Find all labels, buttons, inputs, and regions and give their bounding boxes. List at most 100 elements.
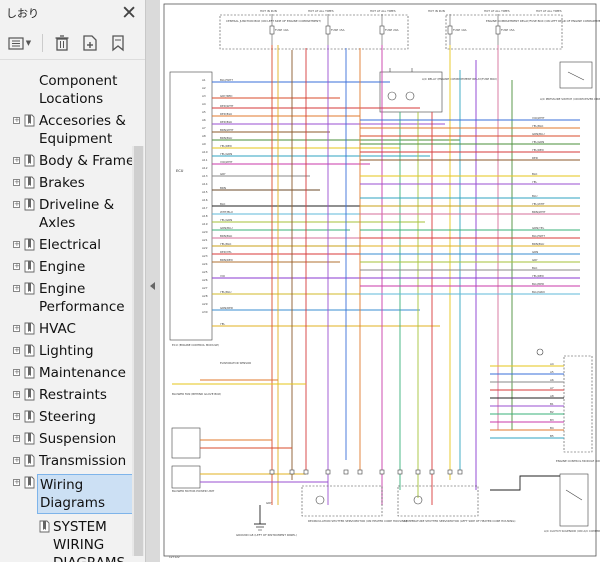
fuse-label: FUSE 15A [501,28,515,32]
bookmark-label: SYSTEM WIRING DIAGRAMS [53,519,125,562]
bookmark-item[interactable]: + Suspension [0,428,145,450]
bookmark-label: Suspension [39,431,117,447]
fuse-symbol [447,25,453,35]
expand-toggle-icon[interactable]: + [13,284,20,292]
expand-toggle-icon[interactable]: + [13,346,20,354]
bookmark-icon [23,238,36,251]
collapse-arrow-icon[interactable] [150,282,155,290]
bookmark-item[interactable]: +Brakes [0,172,145,194]
ecm-pin-label: A30 [202,310,208,314]
bookmark-item[interactable]: + Lighting [0,340,145,362]
bookmark-item[interactable]: +Transmission [0,450,145,472]
recirc-label: RECIRCULATION SHUTTER SERVOMOTOR (ON HEA… [308,519,407,523]
bookmark-item[interactable]: +Accesories & Equipment [0,110,145,150]
ecm-label: ECU (ENGINE CONTROL MODULE) [172,343,219,347]
wire-color-label: VIO/WHT [220,160,233,164]
wire-color-label: BLK [532,172,537,176]
bookmark-label: Component Locations [39,73,118,107]
expand-toggle-icon[interactable]: + [13,178,20,186]
expand-toggle-icon[interactable]: + [13,456,20,464]
ecm-pin-label: A18 [202,214,208,218]
new-bookmark-button[interactable] [79,32,101,54]
hot-note: HOT IN RUN [260,9,277,13]
wire-color-label: VIO [220,274,226,278]
close-icon[interactable]: ✕ [121,1,137,24]
bookmark-icon [23,282,36,295]
module-pin-label: B4 [550,426,554,430]
bookmark-item[interactable]: + Engine Performance [0,278,145,318]
module-pin-label: A7 [550,386,554,390]
bookmark-item[interactable]: +Electrical [0,234,145,256]
fuse-label: FUSE 15A [331,28,345,32]
recirc-servo-box [301,485,383,517]
ac-clutch-box [559,473,589,527]
chassis-note: GRY [266,501,272,505]
bookmark-item[interactable]: Component Locations [0,70,145,110]
wire-color-label: YEL/GRN [220,152,232,156]
relay-box [379,71,443,113]
ac-clutch-label: A/C CLUTCH SOLENOID (ON A/C COMPRESSOR) [544,529,600,533]
expand-toggle-icon[interactable]: + [13,116,20,124]
wire-color-label: RED/BLU [220,112,232,116]
expand-toggle-icon[interactable]: + [13,412,20,420]
bookmark-icon [23,260,36,273]
bookmark-icon [23,410,36,423]
expand-toggle-icon[interactable]: + [13,390,20,398]
wire-color-label: BRN/WHT [532,210,546,214]
expand-toggle-icon[interactable]: + [13,262,20,270]
connector-pin [447,469,453,475]
wire-color-label: BLK [532,266,537,270]
wire-color-label: YEL/RED [532,148,544,152]
connector-pin [457,469,463,475]
panel-collapse-bar[interactable] [146,0,160,562]
bookmarks-toolbar: ▼ [0,26,145,60]
switch-contact [567,71,585,81]
module-pin-label: B2 [550,410,554,414]
bookmark-item[interactable]: +HVAC [0,318,145,340]
toolbar-divider [42,33,43,52]
wire-color-label: YEL/BLK [220,242,231,246]
expand-toggle-icon[interactable]: + [13,156,20,164]
bookmark-item[interactable]: SYSTEM WIRING DIAGRAMS [0,516,145,562]
expand-toggle-icon[interactable]: + [13,240,20,248]
bookmark-icon [23,388,36,401]
expand-toggle-icon[interactable]: + [13,324,20,332]
ecm-pin-label: A28 [202,294,208,298]
wire-color-label: YEL/GRN [220,218,232,222]
ecm-pin-label: A11 [202,158,208,162]
hot-note: HOT AT ALL TIMES [536,9,562,13]
wire-color-label: BRN/BLU [532,242,544,246]
scrollbar-thumb[interactable] [134,146,143,556]
delete-bookmark-button[interactable] [51,32,73,54]
expand-toggle-icon[interactable]: + [13,478,20,486]
bookmark-item[interactable]: +Steering [0,406,145,428]
bookmark-search-icon [112,34,124,51]
bookmark-label: Wiring Diagrams [37,474,133,514]
bookmark-label: Engine Performance [39,281,125,315]
bookmark-item[interactable]: +Restraints [0,384,145,406]
expand-toggle-icon[interactable]: + [13,368,20,376]
expand-toggle-icon[interactable]: + [13,434,20,442]
bookmark-tag-button[interactable] [107,32,129,54]
expand-toggle-icon[interactable]: + [13,200,20,208]
junction-box [219,14,409,50]
options-menu-button[interactable]: ▼ [4,32,34,54]
module-pin-label: A4 [550,362,554,366]
bookmark-item[interactable]: +Driveline & Axles [0,194,145,234]
bookmark-item[interactable]: +Maintenance [0,362,145,384]
bookmarks-panel: しおり ✕ ▼ Component Locations+Accesories &… [0,0,146,562]
wire-color-label: RED/YEL [220,250,232,254]
bookmark-item[interactable]: +Engine [0,256,145,278]
ecm-pin-label: A9 [202,142,206,146]
wire-color-label: BLK [220,202,225,206]
fuse-symbol [379,25,385,35]
bookmark-item[interactable]: +Body & Frame [0,150,145,172]
bookmark-label: Lighting [39,343,94,359]
ecm-pin-label: A2 [202,86,206,90]
connector-pin [415,469,421,475]
wire-color-label: GRN/BLU [220,226,233,230]
wire-color-label: RED/BLK [220,120,232,124]
bookmark-item[interactable]: + Wiring Diagrams [0,472,145,516]
ecm-pin-label: A16 [202,198,208,202]
